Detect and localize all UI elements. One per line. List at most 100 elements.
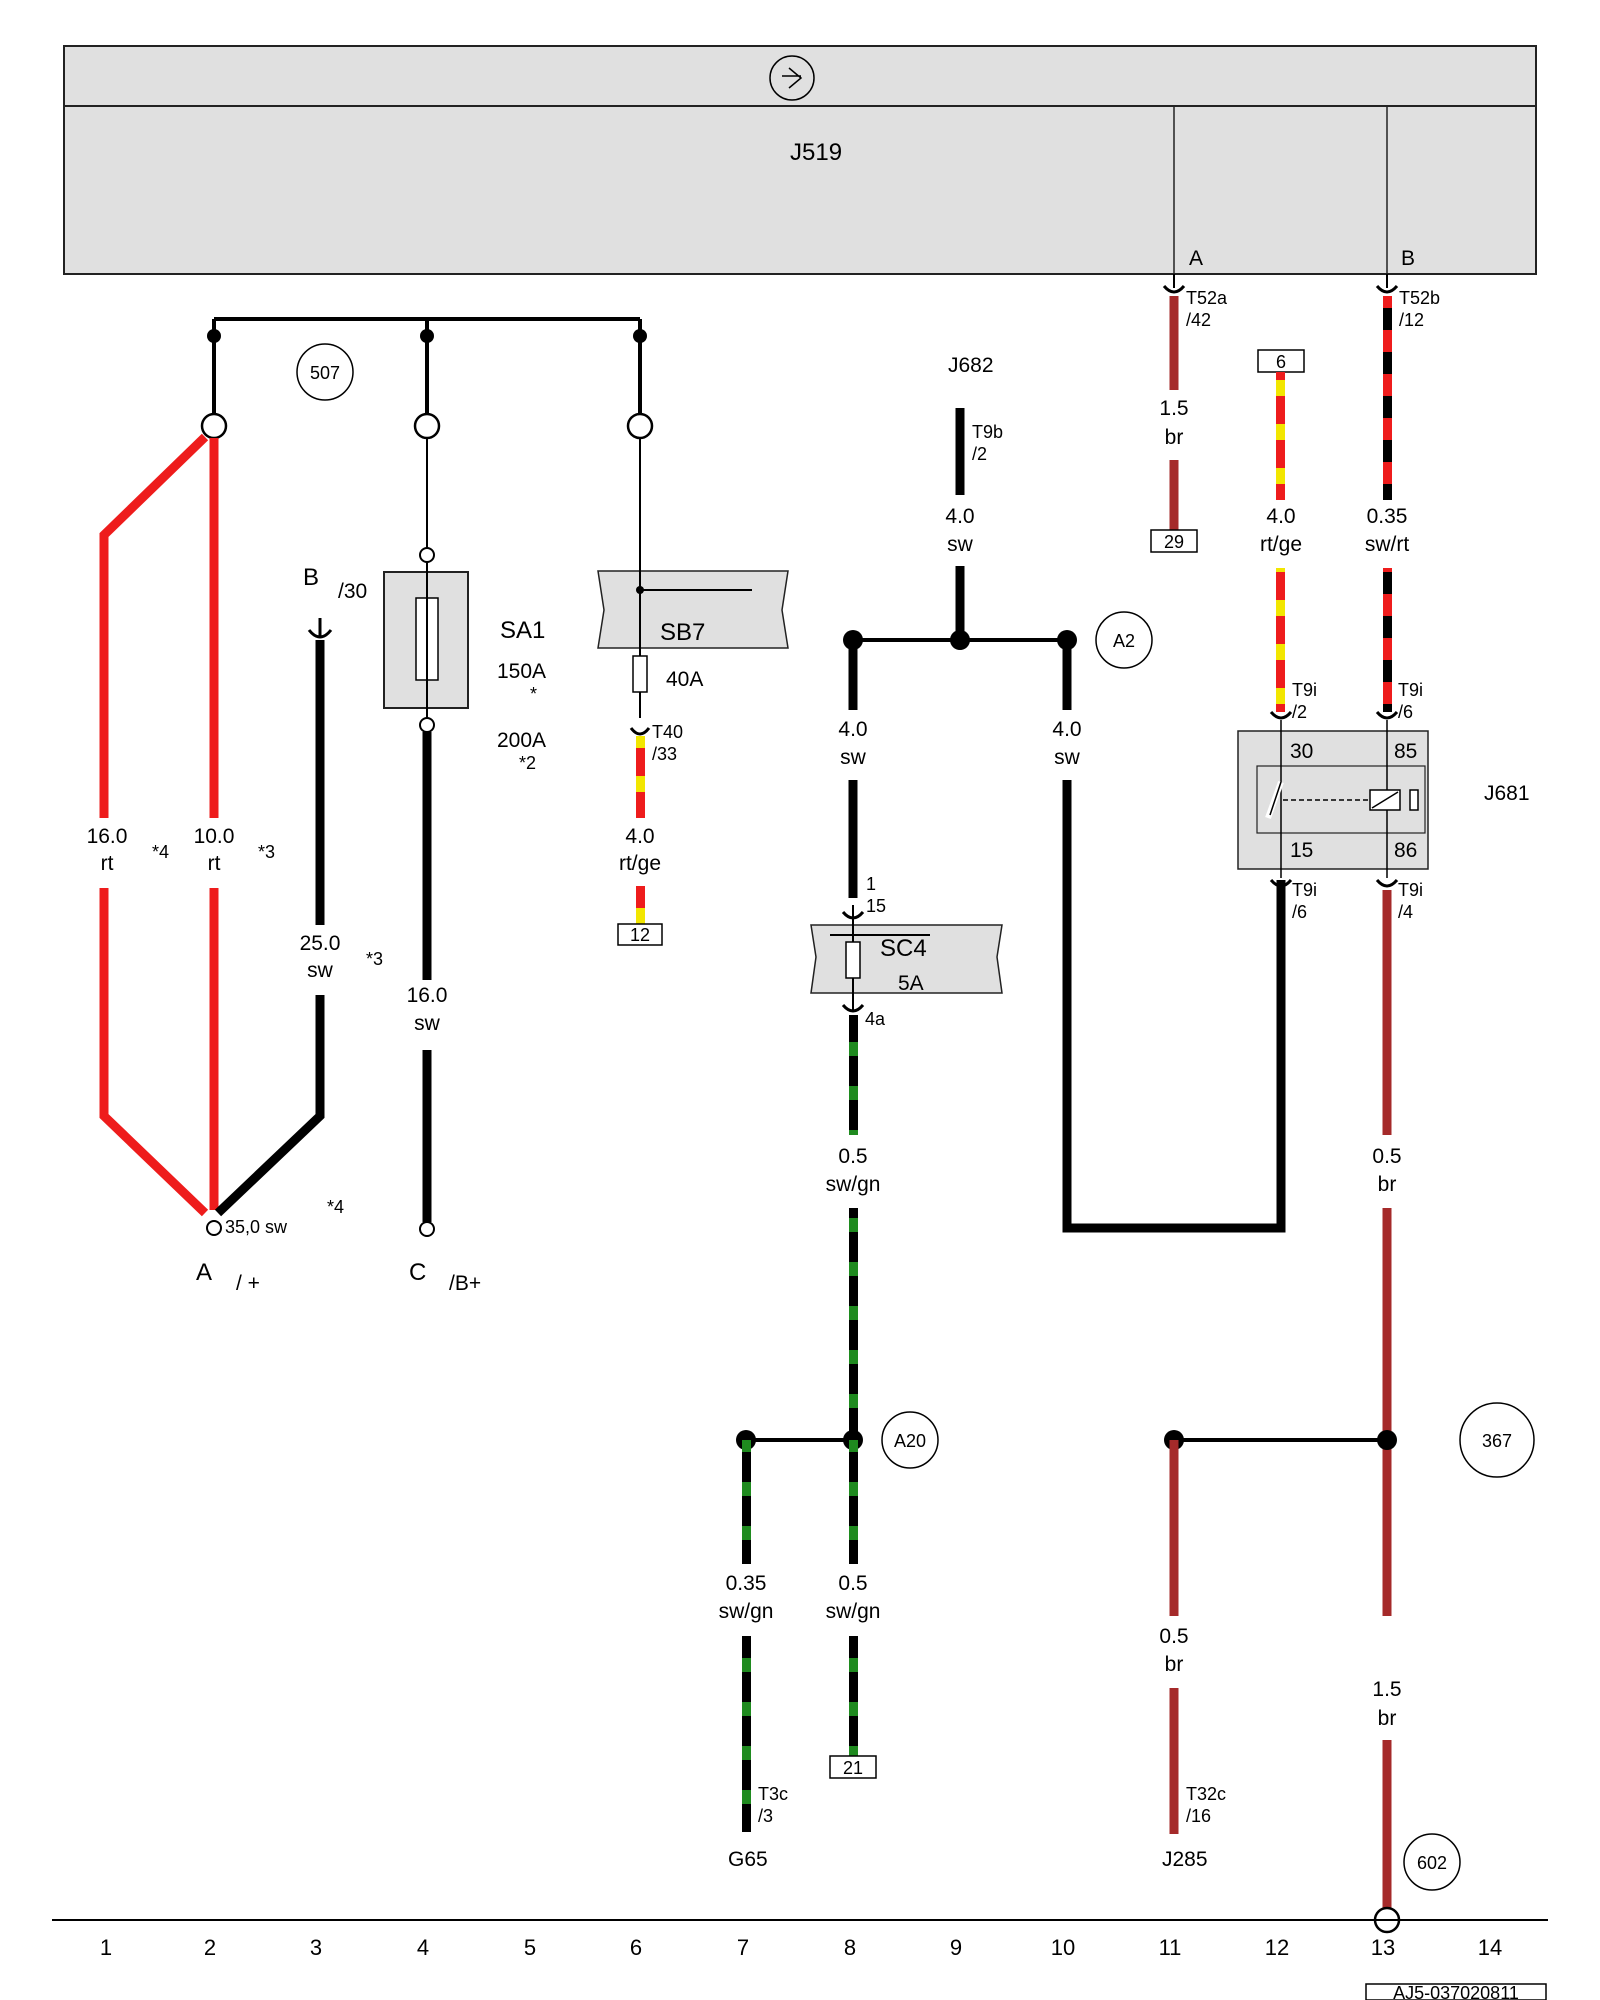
fuse-icon: [632, 655, 648, 693]
col-13: 13: [1371, 1935, 1395, 1960]
sa1-rating1: 150A: [497, 660, 546, 683]
sa1-name: SA1: [500, 617, 545, 644]
wire-4-rtge-col6: 4.0 rt/ge 12: [617, 736, 663, 946]
ground-symbol-icon: [769, 55, 815, 101]
col-7: 7: [737, 1935, 749, 1960]
terminal-b: B: [303, 564, 319, 591]
ref-507: 507: [310, 363, 340, 383]
wire-05-br-col13: 0.5 br: [1372, 890, 1402, 1616]
j285-conn: T32c: [1186, 1784, 1226, 1804]
col-10: 10: [1051, 1935, 1075, 1960]
w10rt-color: rt: [208, 852, 221, 875]
w7swgn-size: 0.35: [726, 1572, 767, 1595]
col-9: 9: [950, 1935, 962, 1960]
j681-out-a-pin: /6: [1292, 902, 1307, 922]
module-pin-a: A: [1189, 247, 1203, 270]
j681-in-b-conn: T9i: [1398, 680, 1423, 700]
bus-a20: A20: [736, 1411, 939, 1469]
j681-out-b-pin: /4: [1398, 902, 1413, 922]
g65-conn: T3c: [758, 1784, 788, 1804]
sb7-name: SB7: [660, 619, 705, 646]
t52a-conn: T52a: [1186, 288, 1228, 308]
wj682-color: sw: [947, 533, 974, 556]
sa1-rating2: 200A: [497, 729, 546, 752]
w10rt-note: *3: [258, 842, 275, 862]
j681-pin86: 86: [1394, 839, 1417, 862]
sc4-name: SC4: [880, 935, 927, 962]
w13swrt-color: sw/rt: [1365, 533, 1409, 556]
box-12: 12: [630, 925, 650, 945]
sb7-rating: 40A: [666, 668, 703, 691]
w13br-low-color: br: [1378, 1707, 1397, 1730]
col-5: 5: [524, 1935, 536, 1960]
j681-pin15: 15: [1290, 839, 1313, 862]
w8swgn-low-size: 0.5: [838, 1572, 867, 1595]
j681-pin85: 85: [1394, 740, 1417, 763]
j681-out-a-conn: T9i: [1292, 880, 1317, 900]
w13br-low-size: 1.5: [1372, 1678, 1401, 1701]
j682-conn-pin: /2: [972, 444, 987, 464]
w16rt-color: rt: [101, 852, 114, 875]
w16sw-color: sw: [414, 1012, 441, 1035]
wire-05-swgn-col8: 0.5 sw/gn: [826, 1015, 881, 1440]
j681-name: J681: [1484, 782, 1530, 805]
col-14: 14: [1478, 1935, 1502, 1960]
w10sw-color: sw: [1054, 746, 1081, 769]
j681-pin30: 30: [1290, 740, 1313, 763]
j682-conn: T9b: [972, 422, 1003, 442]
ref-602: 602: [1417, 1853, 1447, 1873]
fuse-sa1: SA1 150A * 200A *2: [383, 438, 546, 773]
j682-name: J682: [948, 354, 994, 377]
w8swgn-low-color: sw/gn: [826, 1600, 881, 1623]
j681-out-b-conn: T9i: [1398, 880, 1423, 900]
wj682-size: 4.0: [945, 505, 974, 528]
j285-name: J285: [1162, 1848, 1208, 1871]
box-29: 29: [1164, 532, 1184, 552]
j681-in-a-pin: /2: [1292, 702, 1307, 722]
col-8: 8: [844, 1935, 856, 1960]
col-11: 11: [1159, 1935, 1182, 1960]
w8swgn-color: sw/gn: [826, 1173, 881, 1196]
terminal-c-sub: /B+: [449, 1272, 481, 1295]
wire-25-sw: 25.0 sw *3 B /30: [214, 564, 383, 1217]
wire-4-sw-col10: 4.0 sw: [1052, 640, 1286, 1233]
terminal-c-label: C: [409, 1259, 426, 1286]
module-pin-b: B: [1401, 247, 1415, 270]
w25sw-note: *3: [366, 949, 383, 969]
w8swgn-size: 0.5: [838, 1145, 867, 1168]
terminal-a-wire: 35,0 sw: [225, 1217, 288, 1237]
sb7-conn-pin: /33: [652, 744, 677, 764]
terminal-a: 35,0 sw *4 A / +: [196, 1197, 344, 1295]
fuse-sc4: 1 15 SC4 5A 4a: [810, 874, 1003, 1029]
terminal-a-sub: / +: [236, 1272, 260, 1295]
w16rt-size: 16.0: [87, 825, 128, 848]
module-j519-label: J519: [790, 139, 842, 166]
w4rtge-color: rt/ge: [619, 852, 661, 875]
wire-035-swgn-col7: 0.35 sw/gn T3c /3 G65: [719, 1440, 788, 1871]
bus-367: 367: [1164, 1402, 1535, 1478]
w13br-size: 0.5: [1372, 1145, 1401, 1168]
w12rtge-color: rt/ge: [1260, 533, 1302, 556]
sc4-rating: 5A: [898, 972, 924, 995]
t52b-pin: /12: [1399, 310, 1424, 330]
terminal-a-label: A: [196, 1259, 212, 1286]
col-3: 3: [310, 1935, 322, 1960]
j682-feed: J682 T9b /2 4.0 sw A2: [843, 354, 1153, 669]
ref-367: 367: [1482, 1431, 1512, 1451]
w16sw-size: 16.0: [407, 984, 448, 1007]
sb7-conn: T40: [652, 722, 683, 742]
wire-10-rt: 10.0 rt *3: [182, 438, 275, 1210]
wire-16-sw: 16.0 sw C /B+: [395, 732, 481, 1295]
footer-code-text: AJ5-037020811: [1393, 1983, 1519, 2000]
g65-conn-pin: /3: [758, 1806, 773, 1826]
w13br-color: br: [1378, 1173, 1397, 1196]
box-21: 21: [843, 1758, 863, 1778]
w13swrt-size: 0.35: [1367, 505, 1408, 528]
sa1-note2: *2: [519, 753, 536, 773]
column-ruler: 1 2 3 4 5 6 7 8 9 10 11 12 13 14: [52, 1919, 1548, 1960]
j285-conn-pin: /16: [1186, 1806, 1211, 1826]
wire-05-swgn-col8-low: 0.5 sw/gn 21: [826, 1440, 881, 1779]
sc4-pin-b: 15: [866, 896, 886, 916]
w12rtge-size: 4.0: [1266, 505, 1295, 528]
